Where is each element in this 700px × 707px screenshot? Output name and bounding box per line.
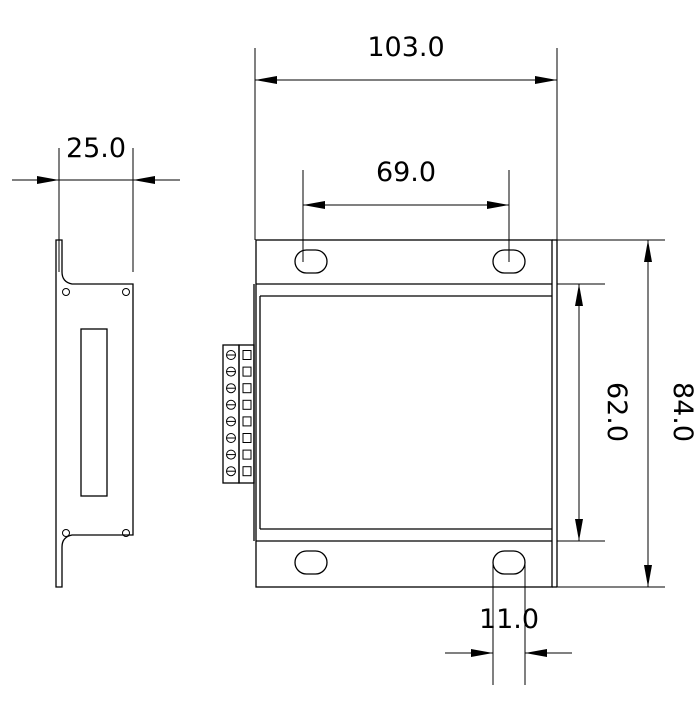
side-view: 25.0 [12,133,180,588]
dim-62-label: 62.0 [601,382,632,442]
side-screw-bottom-right [122,529,130,537]
terminal-clamp [242,416,252,427]
terminal-clamp [242,449,252,460]
dim-84-label: 84.0 [667,382,698,442]
terminal-clamp [242,399,252,410]
terminal-block [222,344,255,484]
mounting-slot-bottom-left [294,550,328,575]
mounting-plate-outline [255,239,553,588]
terminal-clamp [242,366,252,377]
dim-69-label: 69.0 [376,157,436,188]
front-view: 103.0 69.0 62.0 84.0 11.0 [253,32,698,685]
side-screw-top-left [62,288,70,296]
terminal-clamp [242,383,252,394]
side-screw-bottom-left [62,529,70,537]
mounting-slot-bottom-right [492,550,526,575]
mounting-slot-top-left [294,249,328,274]
terminal-clamp [242,433,252,443]
side-terminal-window [80,328,108,497]
side-screw-top-right [122,288,130,296]
terminal-block-right [238,344,255,484]
dim-25-label: 25.0 [66,133,126,164]
terminal-block-left [222,344,240,484]
dim-103-label: 103.0 [367,32,444,63]
side-flange-outline [55,239,134,588]
terminal-clamp [242,350,252,360]
terminal-clamp [242,466,252,477]
dim-11-label: 11.0 [479,604,539,635]
